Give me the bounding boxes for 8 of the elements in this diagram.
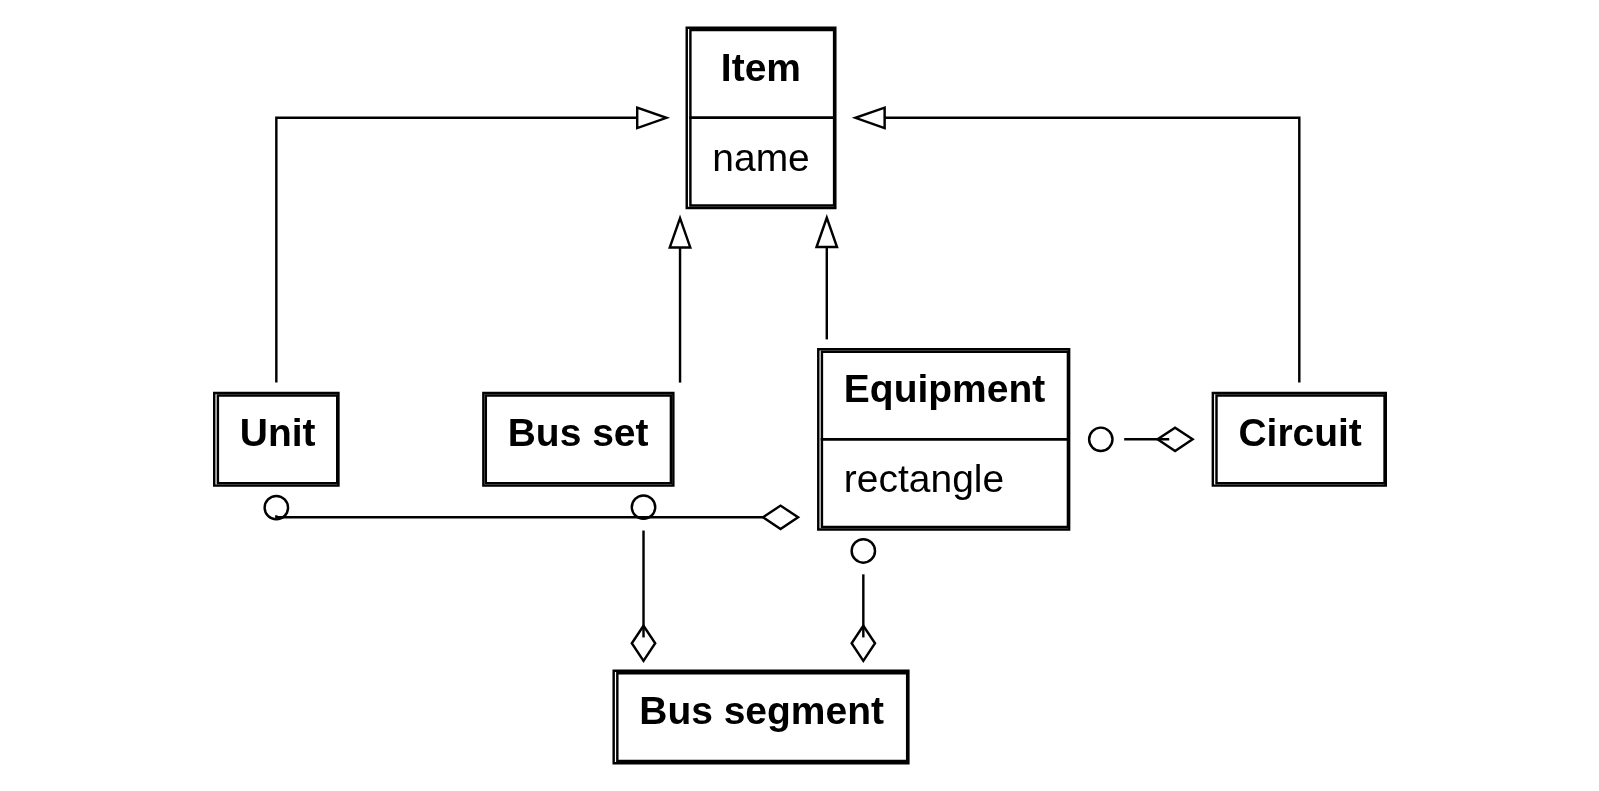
arrow	[667, 214, 692, 383]
connector	[1123, 426, 1195, 453]
connector	[262, 494, 800, 531]
arrow	[274, 105, 670, 383]
connector	[849, 574, 876, 663]
connector	[629, 530, 657, 663]
arrow	[851, 105, 1301, 383]
arrow	[814, 214, 839, 340]
